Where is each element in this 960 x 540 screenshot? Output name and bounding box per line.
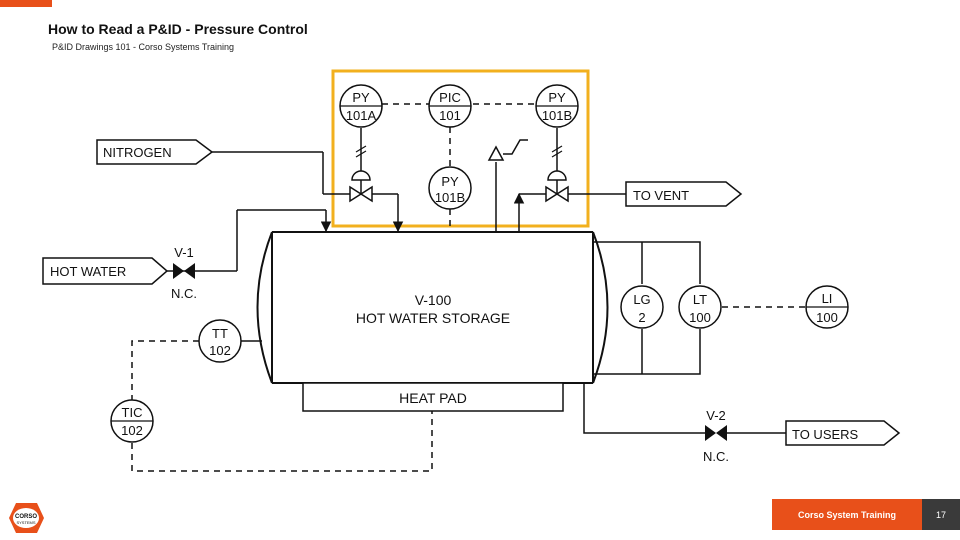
vessel-tag: V-100 [415,292,452,308]
logo-text-2: SYSTEMS [16,520,35,525]
to-vent-label: TO VENT [633,188,689,203]
lg2-type: LG [633,292,650,307]
py101b-top-type: PY [548,90,566,105]
tt102-num: 102 [209,343,231,358]
heat-pad[interactable]: HEAT PAD [302,382,564,412]
valve-v1-tag: V-1 [174,245,194,260]
lt100-type: LT [693,292,707,307]
py101a-num: 101A [346,108,377,123]
instrument-tic102[interactable]: TIC 102 [110,399,154,443]
instrument-py101a[interactable]: PY 101A [339,84,383,128]
hot-water-flag[interactable]: HOT WATER [42,257,169,285]
instrument-lg2[interactable]: LG 2 [620,285,664,329]
accent-bar [0,0,52,7]
nitrogen-label: NITROGEN [103,145,172,160]
instrument-li100[interactable]: LI 100 [805,285,849,329]
instrument-py101b-mid[interactable]: PY 101B [428,166,472,210]
vessel-name: HOT WATER STORAGE [356,310,510,326]
page-subtitle: P&ID Drawings 101 - Corso Systems Traini… [52,42,235,52]
pressure-relief-valve[interactable] [487,139,528,161]
page-title: How to Read a P&ID - Pressure Control [48,21,308,37]
li100-num: 100 [816,310,838,325]
nitrogen-control-valve[interactable] [349,170,373,203]
tt102-type: TT [212,326,228,341]
li100-type: LI [822,291,833,306]
page-number: 17 [922,499,960,530]
valve-v2-state: N.C. [703,449,729,464]
tic102-num: 102 [121,423,143,438]
valve-v1[interactable] [173,263,195,279]
valve-v1-state: N.C. [171,286,197,301]
to-users-flag[interactable]: TO USERS [785,420,901,446]
heat-pad-label: HEAT PAD [399,390,467,406]
py101a-type: PY [352,90,370,105]
py101b-mid-type: PY [441,174,459,189]
to-vent-flag[interactable]: TO VENT [625,181,743,207]
nitrogen-flag[interactable]: NITROGEN [96,139,214,165]
vessel-v100[interactable]: V-100 HOT WATER STORAGE [256,231,609,384]
logo-text-1: CORSO [15,514,37,520]
to-users-label: TO USERS [792,427,859,442]
instrument-tt102[interactable]: TT 102 [198,319,242,363]
pic101-num: 101 [439,108,461,123]
py101b-mid-num: 101B [435,190,465,205]
pic101-type: PIC [439,90,461,105]
footer-brand: Corso System Training [772,499,922,530]
corso-logo: CORSO SYSTEMS [9,503,44,533]
tic102-type: TIC [122,405,143,420]
instrument-pic101[interactable]: PIC 101 [428,84,472,128]
lt100-num: 100 [689,310,711,325]
pressure-control-highlight [331,69,590,228]
instrument-py101b-top[interactable]: PY 101B [535,84,579,128]
py101b-top-num: 101B [542,108,572,123]
valve-v2-tag: V-2 [706,408,726,423]
valve-v2[interactable] [705,425,727,441]
vent-control-valve[interactable] [545,170,569,203]
hot-water-label: HOT WATER [50,264,126,279]
lg2-num: 2 [638,310,645,325]
instrument-lt100[interactable]: LT 100 [678,285,722,329]
